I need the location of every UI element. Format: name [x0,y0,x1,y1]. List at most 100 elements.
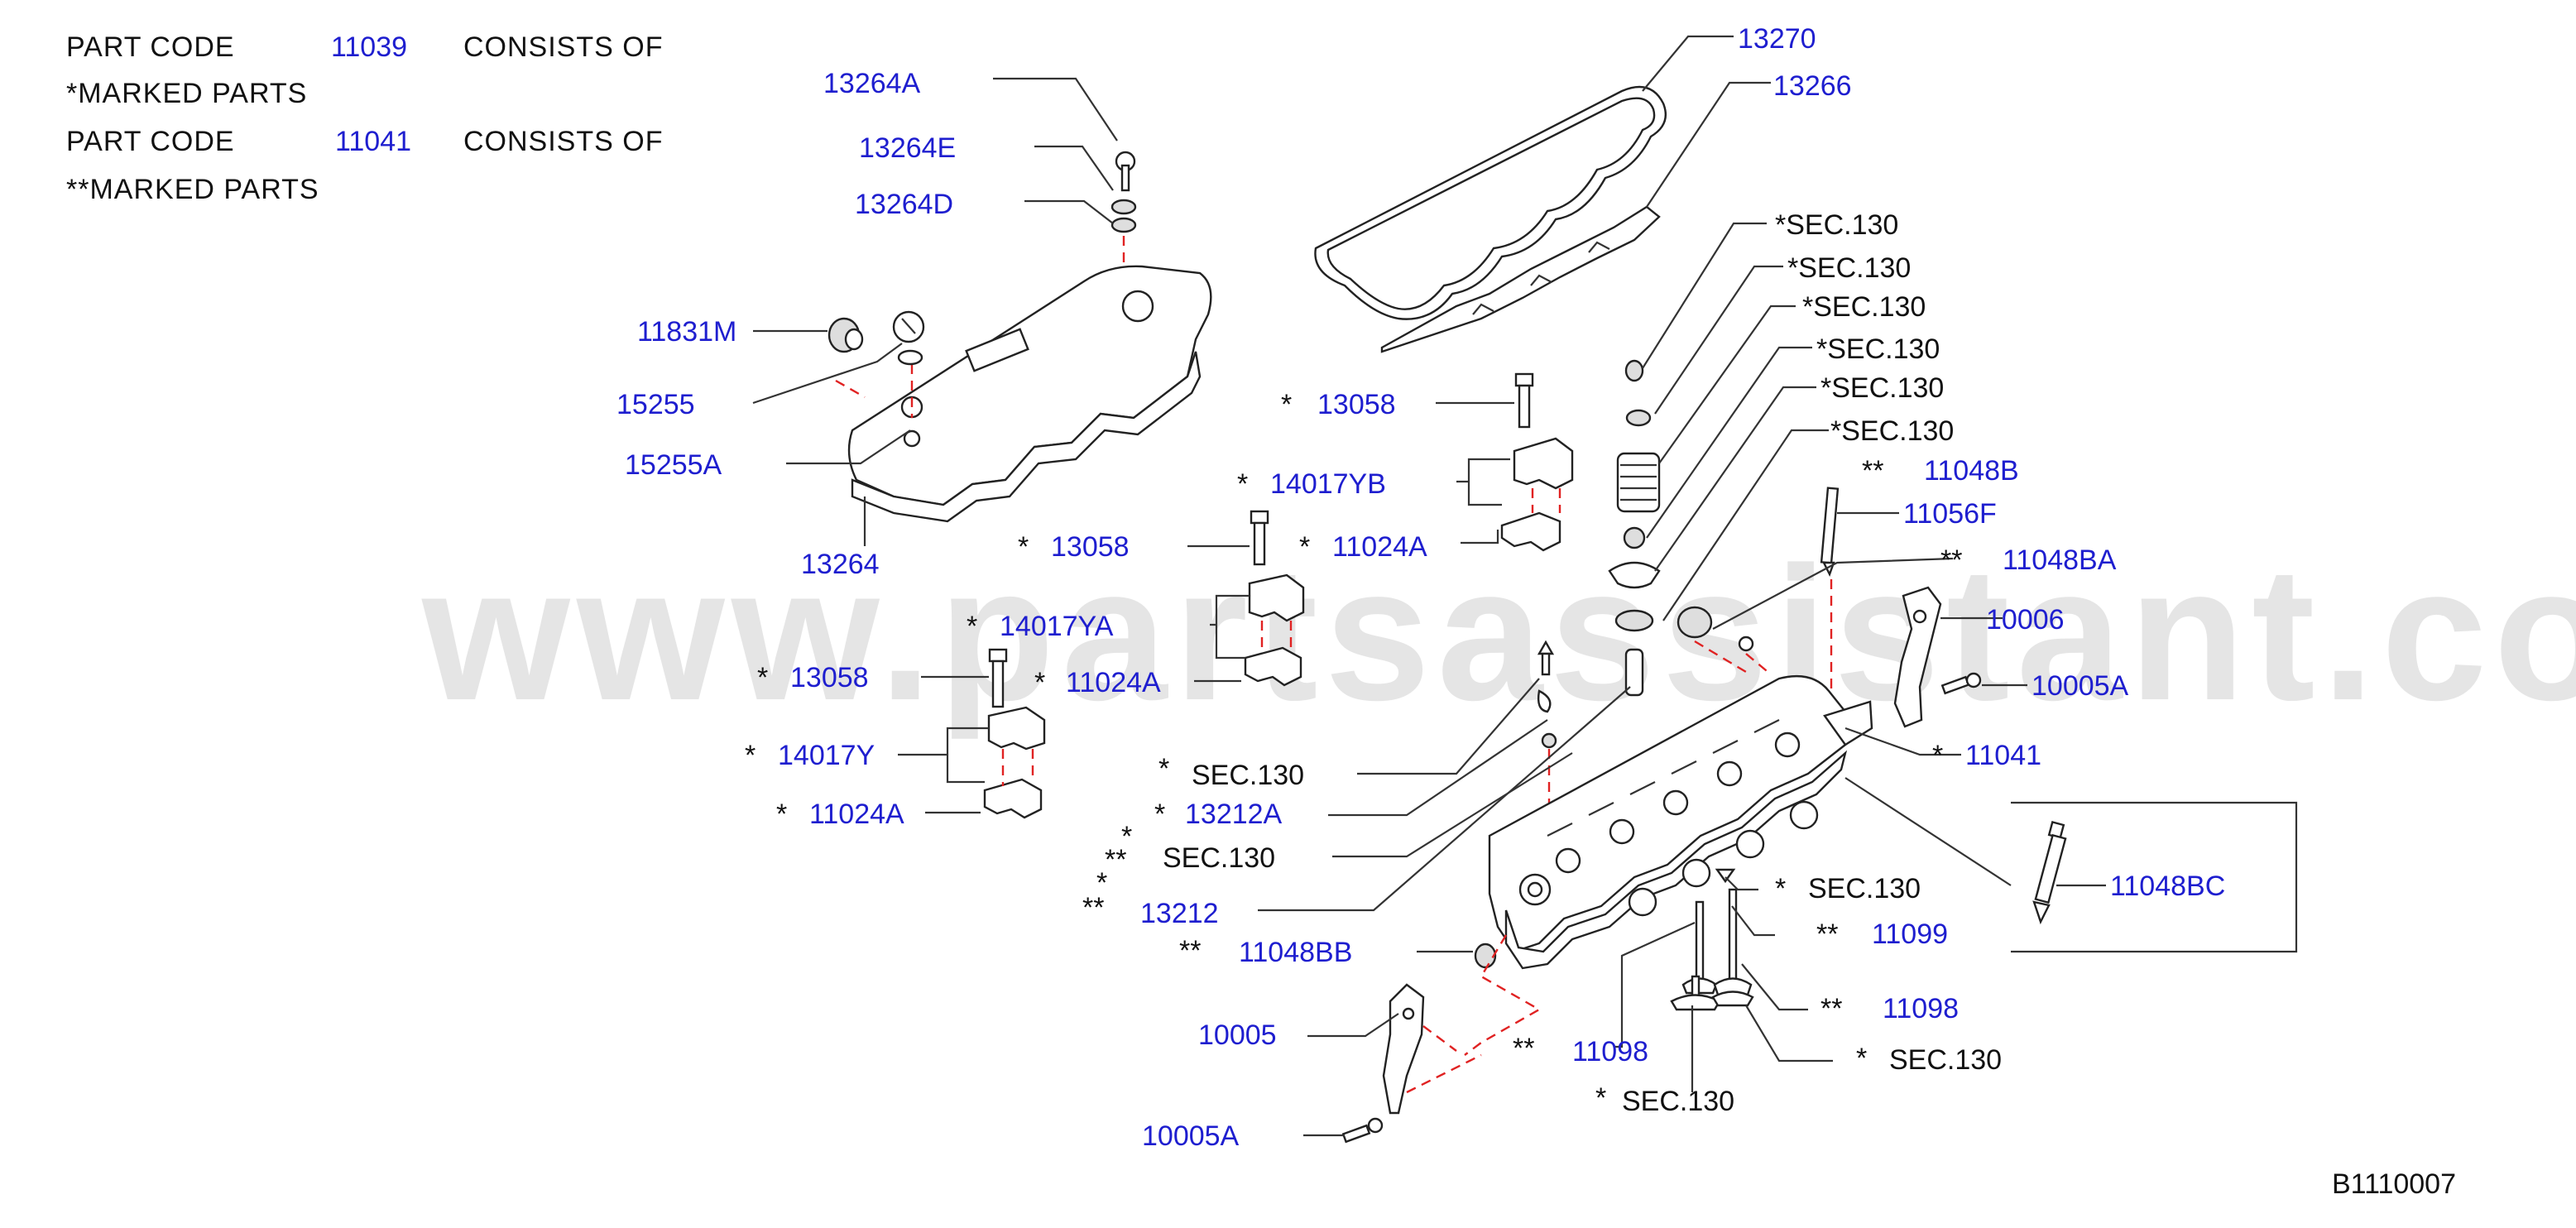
marker-sec-7: * [1158,753,1169,784]
legend-line4: **MARKED PARTS [66,174,319,205]
part-label-15255[interactable]: 15255 [616,389,695,420]
bolt-drawing-a [1514,372,1534,429]
marker-11048ba: ** [1940,544,1962,576]
valve-drawing-b [1713,888,1753,996]
part-label-13264[interactable]: 13264 [801,549,880,580]
part-label-13264d[interactable]: 13264D [855,189,953,220]
bolt-drawing-b [1250,510,1269,566]
part-label-13266[interactable]: 13266 [1773,70,1852,102]
diagram-code: B1110007 [2332,1168,2456,1200]
sec-ref-8: SEC.130 [1163,842,1275,874]
right-bolt-drawing [1940,672,1982,695]
part-label-14017yb[interactable]: 14017YB [1270,468,1386,500]
marker-sec-8a: * [1121,821,1132,852]
cylinder-head-drawing [1488,675,1873,970]
part-label-11024a-a[interactable]: 11024A [1332,531,1427,563]
part-label-10005a-right[interactable]: 10005A [2032,670,2129,702]
part-label-13058-c[interactable]: 13058 [790,662,869,693]
glow-plug-inset [2011,801,2298,953]
front-bracket-drawing [1382,983,1425,1115]
part-label-11048b[interactable]: 11048B [1924,455,2019,487]
seal-drawing [1677,606,1754,652]
baffle-plate-drawing [1380,205,1661,353]
sec-ref-1: *SEC.130 [1775,209,1898,241]
part-label-13058-b[interactable]: 13058 [1051,531,1130,563]
core-plug-assembly-line [1464,934,1542,1056]
legend: PART CODE 11039 CONSISTS OF *MARKED PART… [66,31,663,205]
small-pin-drawing [1537,640,1557,749]
marker-11048bb: ** [1179,935,1201,967]
legend-line3-code[interactable]: 11041 [335,126,411,157]
legend-line2: *MARKED PARTS [66,78,307,109]
marker-13058-b: * [1018,531,1029,563]
part-label-15255a[interactable]: 15255A [625,449,722,481]
part-label-13212[interactable]: 13212 [1140,898,1219,929]
marker-11098-b: ** [1820,993,1842,1024]
part-label-11048ba[interactable]: 11048BA [2003,544,2117,576]
sec-ref-6: *SEC.130 [1830,415,1954,447]
marker-11024a-b: * [1034,667,1045,698]
sec-ref-11: SEC.130 [1622,1086,1734,1117]
marker-sec-9: * [1775,873,1786,904]
right-bracket-drawing [1893,586,1942,728]
legend-line1-suffix: CONSISTS OF [463,31,663,63]
marker-13058-c: * [757,662,768,693]
part-label-14017y[interactable]: 14017Y [778,740,875,771]
marker-13212-b: ** [1082,892,1104,923]
part-label-13212a[interactable]: 13212A [1185,799,1283,830]
part-label-11024a-b[interactable]: 11024A [1066,667,1161,698]
part-label-13058-a[interactable]: 13058 [1317,389,1396,420]
marker-11041: * [1932,740,1943,771]
marker-11099: ** [1816,919,1838,950]
part-label-13264a[interactable]: 13264A [823,68,921,99]
valve-drawing-d [1711,991,1754,1007]
marker-sec-8b: ** [1105,844,1126,875]
part-label-11099[interactable]: 11099 [1872,919,1948,950]
legend-line3-prefix: PART CODE [66,126,235,157]
plug-assembly-line [835,379,866,399]
marker-14017ya: * [967,611,977,642]
part-label-13264e[interactable]: 13264E [859,132,956,164]
bearing-cap-drawing-c [983,706,1046,819]
bearing-cap-drawing-b [1244,573,1305,687]
sec-ref-3: *SEC.130 [1802,291,1926,323]
marker-13212a: * [1154,799,1165,830]
sec-ref-10: SEC.130 [1889,1044,2002,1076]
bracket-assembly-line [1406,1025,1482,1094]
bolt-drawing-c [988,648,1008,708]
part-label-11041[interactable]: 11041 [1965,740,2041,771]
part-label-13270[interactable]: 13270 [1738,23,1816,55]
part-label-10005[interactable]: 10005 [1198,1019,1277,1051]
marker-13212-a: * [1096,867,1107,899]
core-plug-drawing [1474,943,1497,969]
legend-line1-code[interactable]: 11039 [331,31,407,63]
valve-drawing-c [1670,975,1721,1011]
part-label-11098-b[interactable]: 11098 [1883,993,1959,1024]
part-label-10005a-left[interactable]: 10005A [1142,1120,1240,1152]
marker-14017yb: * [1237,468,1248,500]
part-label-10006[interactable]: 10006 [1986,604,2065,636]
legend-line1-prefix: PART CODE [66,31,235,63]
marker-sec-10: * [1856,1043,1867,1074]
part-label-11831m[interactable]: 11831M [637,316,736,348]
valve-drawing-a [1681,868,1736,995]
bearing-cap-drawing-a [1500,437,1574,552]
part-label-11056f[interactable]: 11056F [1903,498,1997,530]
marker-11024a-a: * [1299,531,1310,563]
sec-ref-4: *SEC.130 [1816,333,1940,365]
part-label-11048bc[interactable]: 11048BC [2110,871,2225,902]
valve-spring-column-drawing [1608,359,1661,697]
marker-11024a-c: * [776,799,787,830]
marker-sec-11: * [1595,1082,1606,1114]
marker-11048b: ** [1862,455,1883,487]
part-label-11048bb[interactable]: 11048BB [1239,937,1352,968]
part-label-14017ya[interactable]: 14017YA [1000,611,1114,642]
sec-ref-5: *SEC.130 [1820,372,1944,404]
rocker-cover-drawing [847,265,1212,523]
part-label-11098-a[interactable]: 11098 [1572,1036,1648,1067]
part-label-11024a-c[interactable]: 11024A [809,799,904,830]
oil-filler-cap-drawing [892,310,925,366]
marker-10005-bracket: ** [1513,1033,1534,1064]
sec-ref-7: SEC.130 [1192,760,1304,791]
seal-assembly-line [1694,640,1772,675]
